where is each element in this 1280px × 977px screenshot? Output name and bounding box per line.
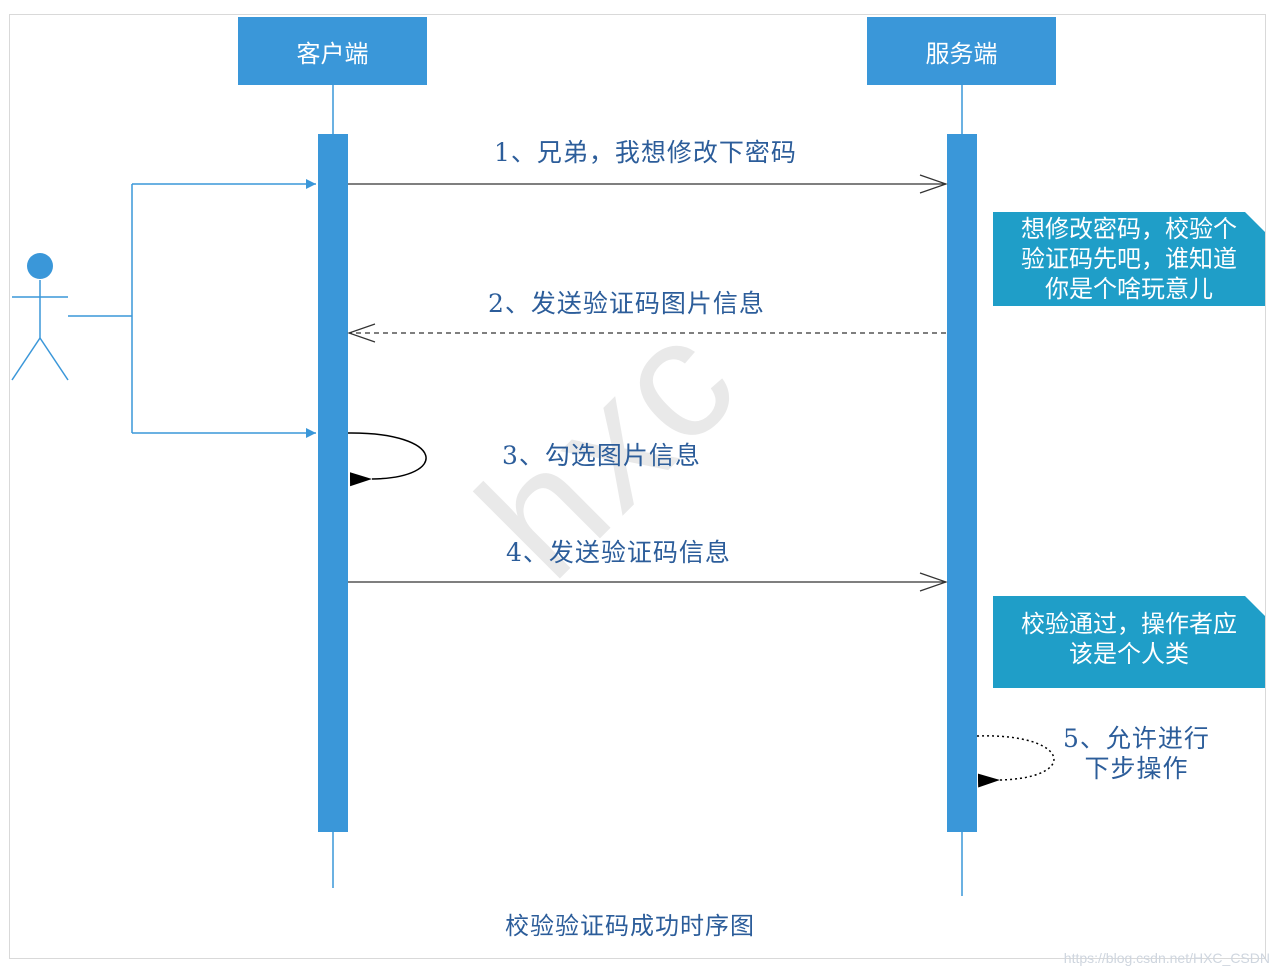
client-participant-box: 客户端	[238, 17, 427, 85]
diagram-caption: 校验验证码成功时序图	[505, 912, 755, 940]
note-verify-passed: 校验通过，操作者应 该是个人类	[993, 596, 1265, 688]
message-3-label: 3、勾选图片信息	[502, 441, 701, 470]
message-3-self-arrow	[347, 432, 427, 487]
server-participant-box: 服务端	[867, 17, 1056, 85]
message-1-label: 1、兄弟，我想修改下密码	[494, 138, 797, 167]
message-5-label: 5、允许进行 下步操作	[1063, 724, 1210, 784]
diagram-frame	[9, 14, 1266, 959]
server-participant-label: 服务端	[925, 39, 998, 68]
note-2-line-2: 该是个人类	[1069, 640, 1189, 668]
note-fold-corner	[1245, 596, 1265, 616]
note-2-line-1: 校验通过，操作者应	[1021, 610, 1237, 638]
message-5-label-line-2: 下步操作	[1084, 754, 1189, 783]
server-activation-bar	[947, 134, 977, 832]
message-4-label: 4、发送验证码信息	[506, 538, 731, 567]
note-1-line-1: 想修改密码，校验个	[1021, 215, 1237, 243]
note-fold-corner	[1245, 212, 1265, 232]
actor-connector	[68, 179, 316, 438]
note-1-line-3: 你是个啥玩意儿	[1045, 275, 1213, 303]
note-verify-request: 想修改密码，校验个 验证码先吧，谁知道 你是个啥玩意儿	[993, 212, 1265, 306]
note-1-line-2: 验证码先吧，谁知道	[1021, 245, 1237, 273]
message-2-label: 2、发送验证码图片信息	[488, 289, 765, 318]
client-activation-bar	[318, 134, 348, 832]
watermark-url: https://blog.csdn.net/HXC_CSDN	[1063, 950, 1270, 966]
message-5-label-line-1: 5、允许进行	[1063, 724, 1210, 753]
client-participant-label: 客户端	[296, 39, 369, 68]
actor-icon	[11, 253, 69, 381]
message-5-self-arrow	[976, 735, 1055, 788]
